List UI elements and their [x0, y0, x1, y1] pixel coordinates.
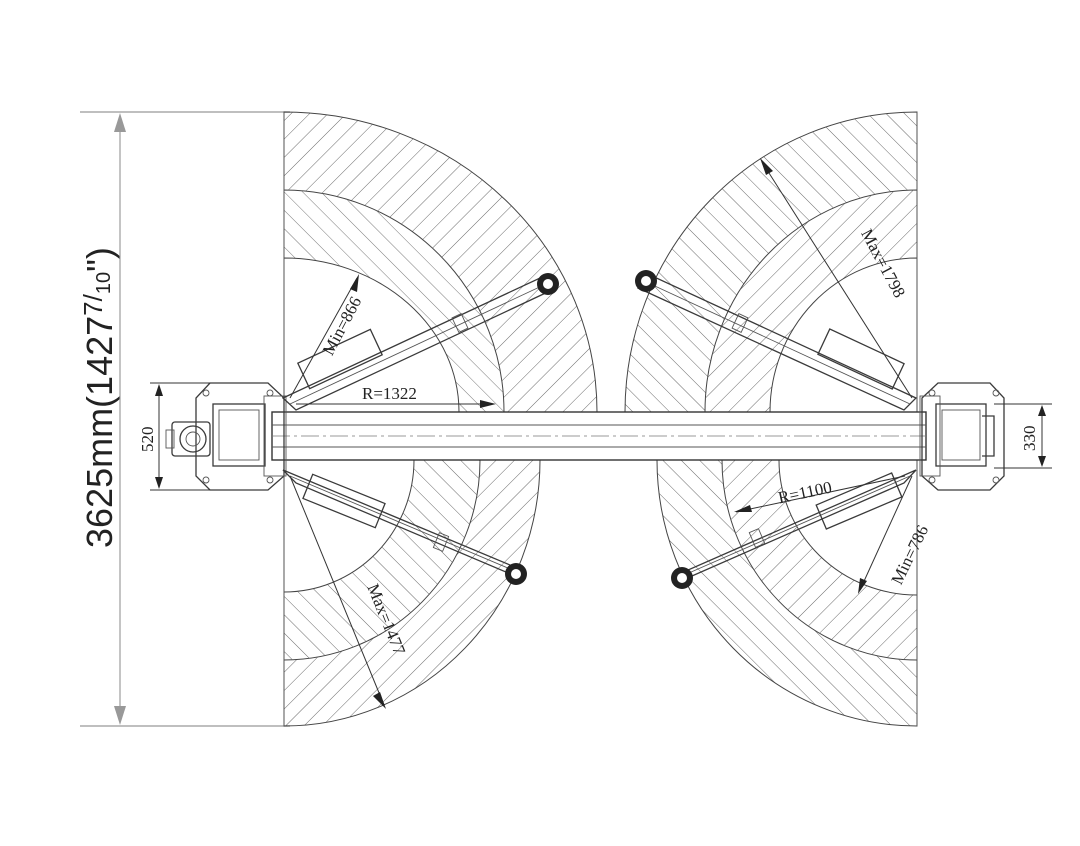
- post-width-left-label: 520: [138, 427, 157, 453]
- arm-top-left: [281, 273, 559, 411]
- swing-zone-bottom-right: [656, 459, 918, 727]
- arm-top-right: [635, 270, 918, 411]
- overall-length-label: 3625mm(14277/10"): [78, 247, 120, 548]
- arm-bottom-right: [671, 469, 917, 589]
- post-width-right-label: 330: [1020, 426, 1039, 452]
- post-width-left-dimension: 520: [138, 382, 210, 491]
- left-post: [195, 382, 287, 491]
- right-post: [919, 382, 1005, 491]
- swing-zone-top-right: [624, 111, 918, 413]
- arm-bottom-left: [282, 469, 527, 585]
- swing-zone-bottom-left: [283, 459, 541, 727]
- radius-left-dimension: R=1322: [296, 384, 496, 408]
- radius-left-label: R=1322: [362, 384, 417, 403]
- cross-beam: [271, 411, 927, 461]
- post-width-right-dimension: 330: [994, 403, 1052, 469]
- swing-zone-top-left: [283, 111, 598, 413]
- overall-length-dimension: 3625mm(14277/10"): [78, 111, 290, 727]
- motor-unit: [165, 421, 211, 457]
